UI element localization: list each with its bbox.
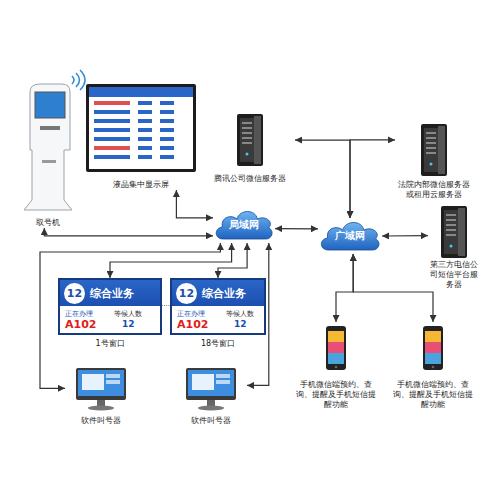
node-label: 软件叫号器 xyxy=(65,416,137,426)
ellipsis-label: ...... xyxy=(161,300,174,308)
ticket-kiosk: 取号机 xyxy=(15,80,80,228)
court-server: 法院内部微信服务器或租用云服务器 xyxy=(395,122,473,200)
display-text: 12 xyxy=(234,319,247,329)
wechat-server: 腾讯公司微信服务器 xyxy=(205,112,295,184)
display-text: A102 xyxy=(177,318,208,331)
node-label: 取号机 xyxy=(15,218,80,228)
display-text: A102 xyxy=(65,318,96,331)
software-caller: 软件叫号器 xyxy=(65,368,137,426)
node-label: 手机微信端预约、查询、提醒及手机短信提醒功能 xyxy=(295,380,377,410)
network-connector xyxy=(218,243,247,278)
display-text: 等候人数 xyxy=(114,309,142,319)
kiosk-screen xyxy=(35,92,65,118)
server-icon xyxy=(421,124,447,176)
node-label: 广域网 xyxy=(318,218,382,254)
network-connector xyxy=(110,243,232,278)
lan-cloud: 局域网 xyxy=(213,207,275,243)
display-text: 18号窗口 xyxy=(172,338,264,349)
phone-icon xyxy=(326,326,346,370)
software-caller: 软件叫号器 xyxy=(175,368,247,426)
network-connector xyxy=(176,190,213,218)
display-text: 综合业务 xyxy=(90,286,134,301)
kiosk-body xyxy=(24,84,72,210)
lcd-panel xyxy=(89,87,193,169)
display-text: 12 xyxy=(64,283,85,304)
display-text: 正在办理 xyxy=(65,309,93,319)
mobile-phone: 手机微信端预约、查询、提醒及手机短信提醒功能 xyxy=(392,322,474,410)
wifi-symbol xyxy=(72,70,85,90)
node-label: 局域网 xyxy=(213,207,275,243)
window-display: 12综合业务正在办理A102等候人数1218号窗口 xyxy=(170,278,266,335)
display-text: 12 xyxy=(122,319,135,329)
network-connector xyxy=(40,243,220,388)
node-label: 软件叫号器 xyxy=(175,416,247,426)
node-label: 腾讯公司微信服务器 xyxy=(205,174,295,184)
display-text: 综合业务 xyxy=(202,286,246,301)
display-text: 12 xyxy=(176,283,197,304)
node-label: 第三方电信公司短信平台服务器 xyxy=(428,260,480,290)
display-text: 等候人数 xyxy=(226,309,254,319)
network-connector xyxy=(353,254,433,322)
phone-icon xyxy=(423,326,443,370)
network-connector xyxy=(382,235,428,237)
network-connector xyxy=(295,140,350,218)
node-label: 液晶集中显示屏 xyxy=(82,180,200,190)
node-label: 法院内部微信服务器或租用云服务器 xyxy=(395,180,473,200)
network-connector xyxy=(275,228,318,229)
server-icon xyxy=(441,206,467,258)
computer-icon xyxy=(186,368,236,411)
wan-cloud: 广域网 xyxy=(318,218,382,254)
kiosk-panel xyxy=(42,160,56,163)
lcd-display: 液晶集中显示屏 xyxy=(82,82,200,190)
kiosk-ticket-slot xyxy=(40,126,60,130)
sms-server: 第三方电信公司短信平台服务器 xyxy=(428,205,480,290)
mobile-phone: 手机微信端预约、查询、提醒及手机短信提醒功能 xyxy=(295,322,377,410)
network-connector xyxy=(350,140,395,218)
server-icon xyxy=(237,114,263,166)
window-display: 12综合业务正在办理A102等候人数121号窗口 xyxy=(58,278,162,335)
network-connector xyxy=(336,254,353,322)
lcd-header xyxy=(89,87,193,97)
display-text: 1号窗口 xyxy=(60,338,160,349)
lcd-rows xyxy=(94,101,174,159)
computer-icon xyxy=(76,368,126,411)
lcd-frame xyxy=(86,84,196,172)
display-text: 正在办理 xyxy=(177,309,205,319)
network-connector xyxy=(44,228,213,236)
node-label: 手机微信端预约、查询、提醒及手机短信提醒功能 xyxy=(392,380,474,410)
